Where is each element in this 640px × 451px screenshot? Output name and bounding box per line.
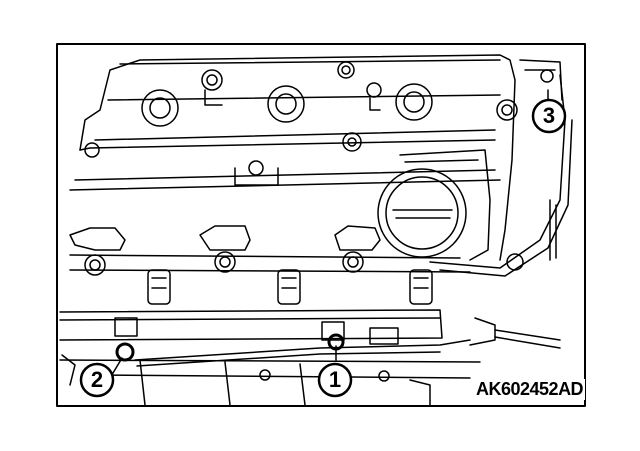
ignition-coils: [69, 225, 471, 276]
upper-ports: [141, 83, 433, 127]
right-bracket: [469, 59, 563, 349]
callout-1-label: 1: [328, 367, 342, 392]
callout-2-label: 2: [90, 367, 104, 392]
callout-2-circle: [79, 362, 115, 398]
fuel-injectors: [147, 269, 433, 305]
throttle-housing: [377, 149, 491, 261]
head-cover-outline: [79, 54, 516, 261]
callout-3-label: 3: [542, 103, 556, 128]
top-bolts: [84, 61, 518, 186]
callout-3-circle: [531, 98, 567, 134]
fuel-line: [134, 339, 471, 361]
figure-id: AK602452AD: [474, 379, 586, 400]
figure-frame: [56, 43, 586, 407]
callout-1-circle: [317, 362, 353, 398]
